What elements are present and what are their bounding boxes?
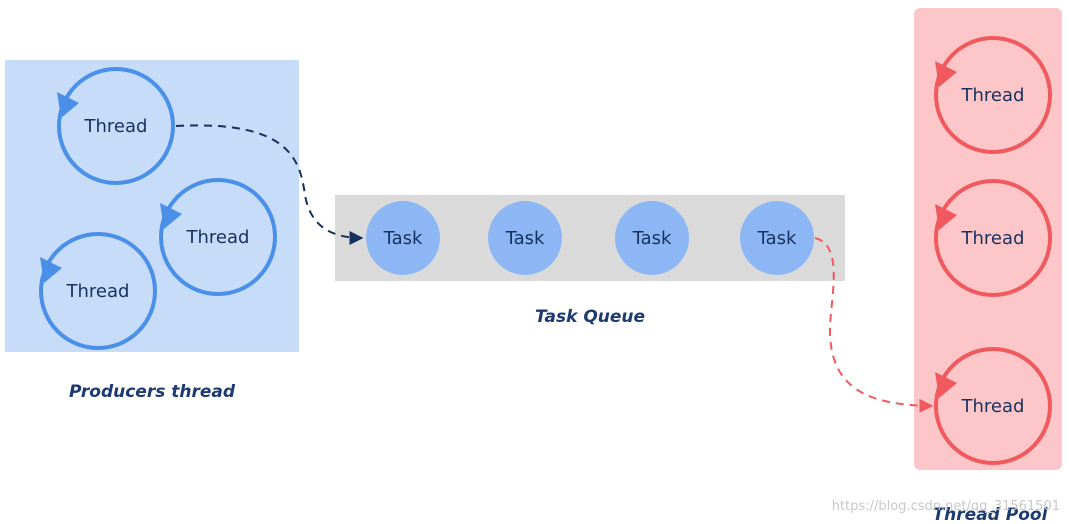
producer-thread-label: Thread [84, 116, 148, 137]
producer-thread-1: Thread [57, 67, 175, 185]
cycle-arrow-icon [160, 203, 182, 229]
producer-thread-3: Thread [39, 232, 157, 350]
pool-thread-label: Thread [961, 396, 1025, 417]
pool-thread-label: Thread [961, 85, 1025, 106]
thread-pool-group: Thread Thread Thread Thread Pool [914, 8, 1062, 524]
producer-thread-ring [39, 232, 157, 350]
dispatch-arrow [814, 237, 934, 413]
task-circle [366, 201, 440, 275]
cycle-arrow-icon [40, 257, 62, 283]
pool-thread-ring [934, 179, 1052, 297]
pool-thread-ring [934, 347, 1052, 465]
producers-caption: Producers thread [69, 382, 236, 402]
task-item-4: Task [740, 201, 814, 275]
task-label: Task [632, 228, 672, 249]
task-queue-caption: Task Queue [535, 307, 645, 327]
cycle-arrow-icon [935, 204, 957, 230]
thread-pool-caption: Thread Pool [933, 505, 1049, 524]
cycle-arrow-icon [935, 372, 957, 398]
producer-thread-label: Thread [66, 281, 130, 302]
pool-thread-1: Thread [934, 36, 1052, 154]
cycle-arrow-icon [57, 92, 79, 118]
task-circle [740, 201, 814, 275]
producer-thread-2: Thread [159, 178, 277, 296]
thread-pool-area [914, 8, 1062, 470]
task-label: Task [505, 228, 545, 249]
task-label: Task [757, 228, 797, 249]
task-queue-group: Task Task Task Task Task Queue [335, 195, 845, 327]
task-circle [615, 201, 689, 275]
task-item-1: Task [366, 201, 440, 275]
submit-arrow [175, 124, 364, 245]
pool-thread-3: Thread [934, 347, 1052, 465]
task-circle [488, 201, 562, 275]
pool-thread-2: Thread [934, 179, 1052, 297]
producers-group: Thread Thread Thread Producers thread [5, 60, 299, 402]
pool-thread-ring [934, 36, 1052, 154]
producer-thread-ring [159, 178, 277, 296]
watermark: https://blog.csdn.net/qq_31561501 [832, 499, 1060, 514]
pool-thread-label: Thread [961, 228, 1025, 249]
task-label: Task [383, 228, 423, 249]
producer-thread-ring [57, 67, 175, 185]
task-item-3: Task [615, 201, 689, 275]
cycle-arrow-icon [935, 61, 957, 87]
task-item-2: Task [488, 201, 562, 275]
producer-thread-label: Thread [186, 227, 250, 248]
